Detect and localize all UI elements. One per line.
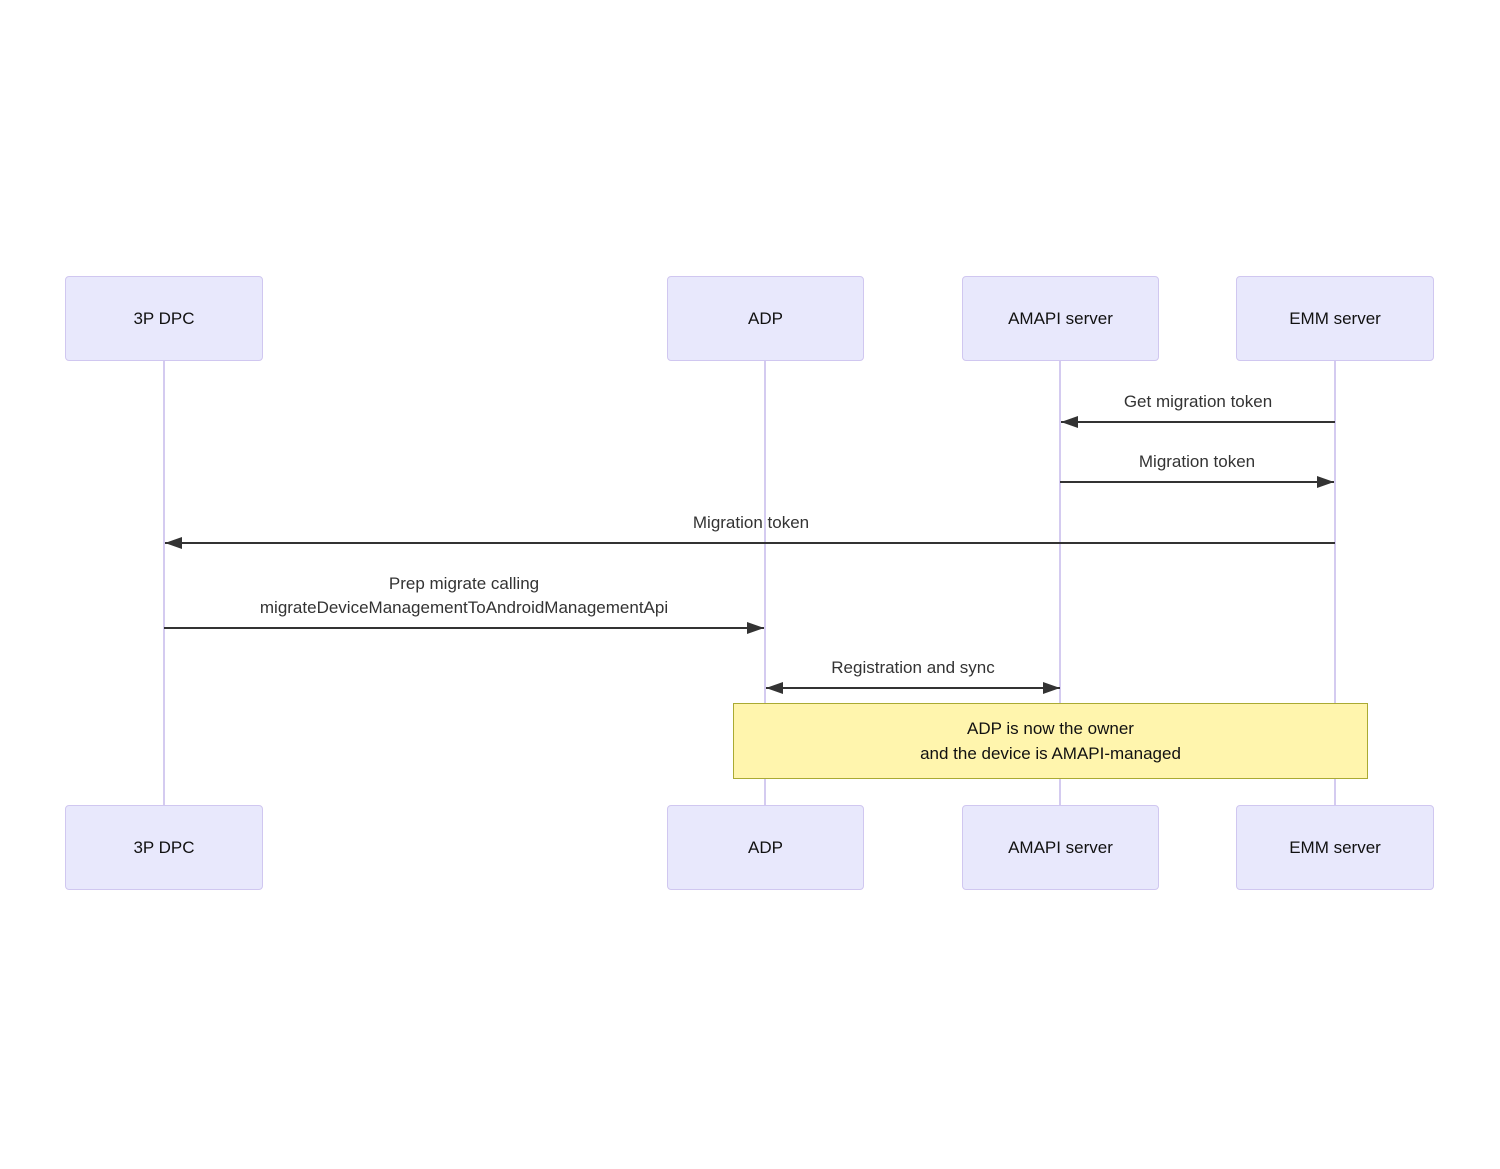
actor-box-adp-bottom: ADP <box>667 805 864 890</box>
actor-box-emm-server-top: EMM server <box>1236 276 1434 361</box>
message-arrow-registration-and-sync <box>766 687 1060 689</box>
actor-label: 3P DPC <box>133 837 195 857</box>
lifeline-emm-server <box>1334 361 1336 805</box>
note-box: ADP is now the owner and the device is A… <box>733 703 1368 779</box>
message-arrow-prep-migrate <box>164 627 764 629</box>
message-label-get-migration-token: Get migration token <box>1123 392 1273 411</box>
actor-label: EMM server <box>1289 308 1381 328</box>
actor-label: 3P DPC <box>133 308 195 328</box>
actor-label: ADP <box>748 308 783 328</box>
message-label-migration-token-1: Migration token <box>1138 452 1256 471</box>
message-label-line-2: migrateDeviceManagementToAndroidManageme… <box>259 598 669 617</box>
actor-label: AMAPI server <box>1008 308 1113 328</box>
message-label-registration-and-sync: Registration and sync <box>831 658 995 677</box>
actor-box-amapi-server-top: AMAPI server <box>962 276 1159 361</box>
actor-box-adp-top: ADP <box>667 276 864 361</box>
arrowhead-left-icon <box>1061 416 1078 428</box>
note-line-1: ADP is now the owner <box>967 719 1134 738</box>
message-arrow-migration-token-2 <box>165 542 1335 544</box>
note-line-2: and the device is AMAPI-managed <box>920 744 1181 763</box>
arrowhead-right-icon <box>1043 682 1060 694</box>
message-label-prep-migrate: Prep migrate calling migrateDeviceManage… <box>260 572 668 620</box>
actor-box-3p-dpc-top: 3P DPC <box>65 276 263 361</box>
actor-box-amapi-server-bottom: AMAPI server <box>962 805 1159 890</box>
arrowhead-right-icon <box>1317 476 1334 488</box>
actor-label: AMAPI server <box>1008 837 1113 857</box>
lifeline-3p-dpc <box>163 361 165 805</box>
actor-box-3p-dpc-bottom: 3P DPC <box>65 805 263 890</box>
arrowhead-left-icon <box>165 537 182 549</box>
message-label-line-1: Prep migrate calling <box>388 574 540 593</box>
actor-label: EMM server <box>1289 837 1381 857</box>
message-arrow-get-migration-token <box>1061 421 1335 423</box>
lifeline-adp <box>764 361 766 805</box>
message-label-migration-token-2: Migration token <box>692 513 810 532</box>
lifeline-amapi-server <box>1059 361 1061 805</box>
message-arrow-migration-token-1 <box>1060 481 1334 483</box>
actor-box-emm-server-bottom: EMM server <box>1236 805 1434 890</box>
arrowhead-left-icon <box>766 682 783 694</box>
actor-label: ADP <box>748 837 783 857</box>
arrowhead-right-icon <box>747 622 764 634</box>
